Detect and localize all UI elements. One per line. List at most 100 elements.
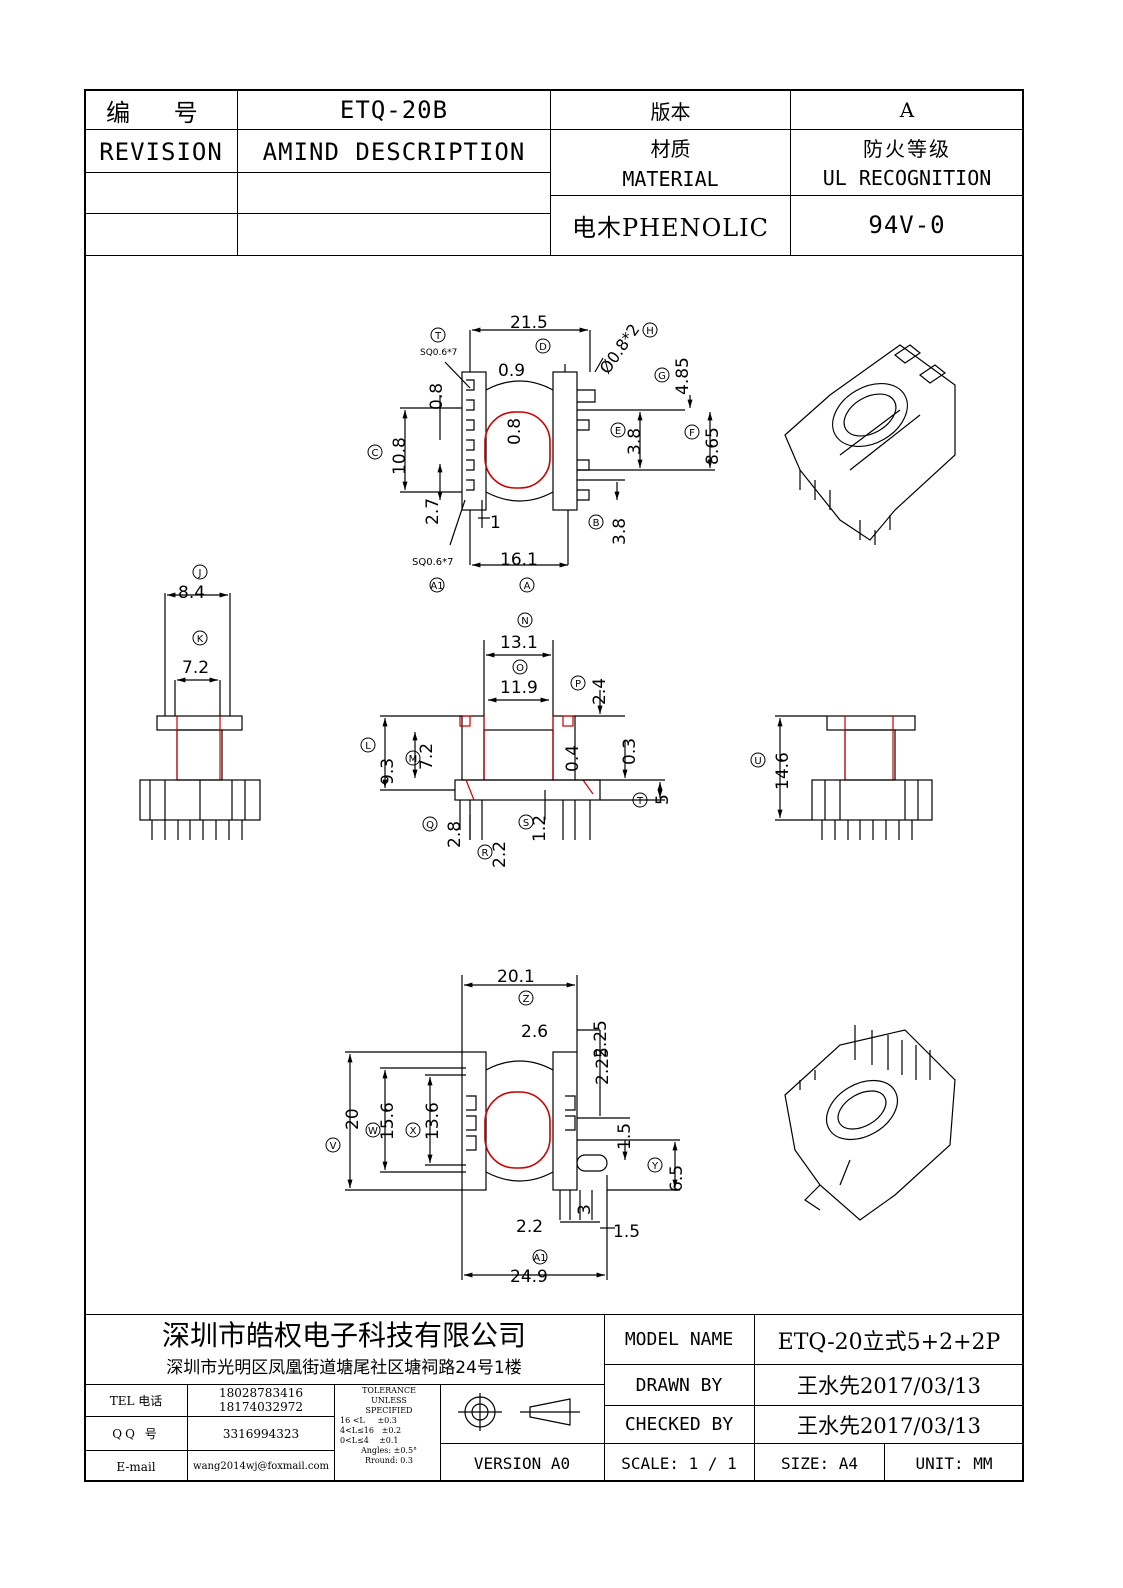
svg-text:V: V [330,1141,337,1152]
svg-text:G: G [658,371,666,382]
titleblock-line [604,1405,1024,1406]
marker-D: D [535,338,551,354]
tolerance-line: TOLERANCE [362,1386,416,1395]
email-value: wang2014wj@foxmail.com [193,1461,329,1472]
label-version: 版本 [650,99,691,124]
marker-G: G [654,367,670,383]
titleblock-line [604,1364,1024,1365]
tel-number: 18028783416 [219,1386,303,1400]
marker-X: X [405,1122,421,1138]
label-ul-en: UL RECOGNITION [822,166,992,190]
tel-number: 18174032972 [219,1400,303,1414]
dim-text: 10.8 [390,437,410,475]
dim-text: 5 [653,794,673,805]
svg-text:T: T [636,796,644,807]
titleblock-col-line [187,1384,188,1482]
marker-K: K [192,630,208,646]
dim-text: 20.1 [497,967,535,987]
label-material-en: MATERIAL [622,167,719,191]
dim-text: 2.6 [521,1022,548,1042]
scale-value: SCALE: 1 / 1 [621,1453,737,1473]
svg-text:X: X [410,1126,417,1137]
header-bottom-line [84,255,1024,256]
dim-text: 2.25 [591,1020,611,1058]
svg-text:M: M [409,754,418,765]
company-address: 深圳市光明区凤凰街道塘尾社区塘祠路24号1楼 [166,1357,522,1378]
company-name: 深圳市皓权电子科技有限公司 [161,1319,526,1352]
dim-text: 0.3 [620,738,640,765]
tolerance-line: Rround: 0.3 [364,1456,414,1465]
titleblock-col-line [604,1314,605,1482]
svg-text:A: A [524,581,531,592]
dim-text: 3.8 [625,428,645,455]
callout-markers: T D H G C E F B A1 A J K N O P L M T Q R… [192,322,766,1265]
model-name-label: MODEL NAME [624,1329,734,1350]
marker-L: L [360,737,376,753]
model-name-value: ETQ-20立式5+2+2P [777,1329,1001,1355]
note-text: SQ0.6*7 [420,348,457,358]
titleblock-col-line [754,1314,755,1482]
label-material-cn: 材质 [650,136,691,161]
titleblock-col-line [440,1384,441,1482]
top-view [400,327,715,568]
tolerance-line: Angles: ±0.5° [360,1446,418,1455]
header-row-line [84,172,550,173]
tolerance-table: TOLERANCE UNLESS SPECIFIED 16 <L ±0.3 4<… [340,1386,438,1480]
svg-text:N: N [521,616,528,627]
marker-P: P [570,675,586,691]
qq-number: 3316994323 [222,1426,300,1441]
dim-text: 7.2 [182,658,209,678]
titleblock-top-line [84,1314,1024,1315]
svg-text:W: W [368,1126,378,1137]
front-view [380,640,665,840]
marker-A: A [519,577,535,593]
titleblock-line [84,1450,334,1451]
svg-text:A1: A1 [533,1253,546,1264]
dim-text: 6.5 [667,1165,687,1192]
marker-B: B [588,514,604,530]
marker-W: W [365,1122,381,1138]
svg-text:E: E [615,426,621,437]
titleblock-line [604,1443,1024,1444]
dim-text: 3 [575,1204,595,1215]
marker-U: U [750,752,766,768]
dim-text: 1.5 [615,1123,635,1150]
projection-symbol [458,1393,580,1431]
svg-text:R: R [482,848,489,859]
svg-text:F: F [689,428,695,439]
drawn-by-label: DRAWN BY [635,1374,723,1396]
svg-text:Y: Y [651,1161,659,1172]
tolerance-line: 0<L≤4 ±0.1 [340,1436,399,1445]
dim-text: 0.8 [505,418,525,445]
header-col-line [790,89,791,255]
svg-text:B: B [593,518,600,529]
dim-text: 11.9 [500,678,538,698]
tolerance-line: UNLESS [371,1396,407,1405]
marker-A1-bottom: A1 [532,1249,548,1265]
isometric-view-bottom [784,1025,956,1221]
dim-text: 24.9 [510,1267,548,1287]
titleblock-line [84,1384,604,1385]
titleblock-col-line [334,1384,335,1482]
drawing-frame [84,89,1024,1482]
side-view-right [775,715,933,840]
dim-text: 1.2 [530,815,550,842]
dim-text: 2.2 [490,841,510,868]
dim-text: 20 [343,1108,363,1130]
marker-S: S [518,814,534,830]
tel-label: TEL 电话 [109,1394,163,1408]
titleblock-line [440,1443,604,1444]
dim-text: 9.3 [378,758,398,785]
bottom-view [345,975,680,1280]
projection-cone [529,1398,571,1426]
version-label: VERSION A0 [473,1453,571,1473]
marker-V: V [325,1137,341,1153]
isometric-view-top [784,344,956,545]
label-part-number: 编 号 [106,98,216,127]
svg-text:U: U [754,756,761,767]
marker-C: C [367,444,383,460]
svg-text:D: D [539,342,547,353]
dim-text: 2.4 [590,678,610,705]
svg-text:H: H [646,326,654,337]
